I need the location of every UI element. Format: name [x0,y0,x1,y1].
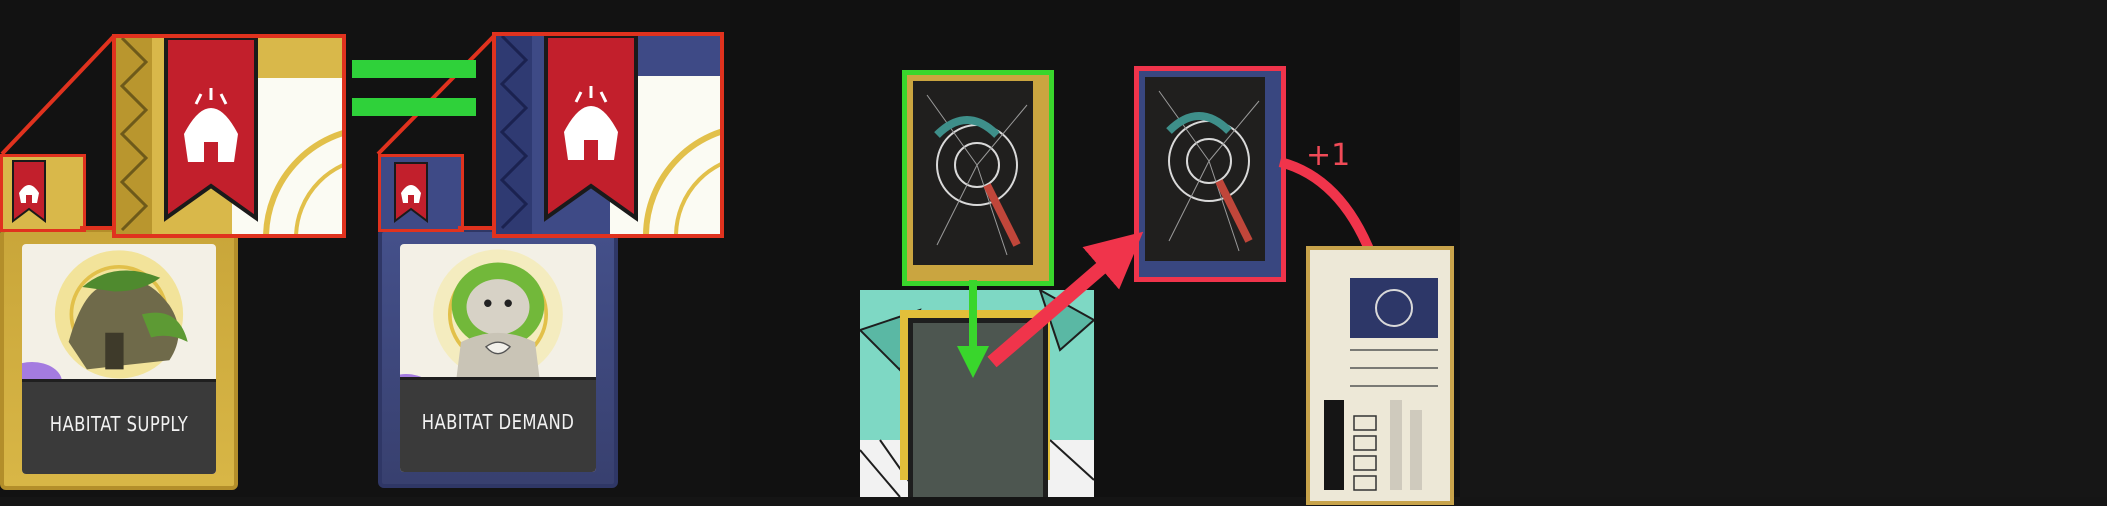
habitat-demand-card[interactable]: HABITAT DEMAND [378,228,618,488]
habitat-supply-card[interactable]: HABITAT SUPPLY [0,228,238,490]
card-back-icon [913,81,1033,265]
demand-zoom-callout [492,32,724,238]
equals-sign-bottom-bar [352,98,476,116]
tree-creature-illustration [54,250,188,379]
right-panel [1460,0,2107,497]
gold-border-pattern [116,38,152,234]
zoom-connector-lines [0,34,496,230]
moss-golem-illustration [433,249,563,380]
empty-card-slot[interactable] [908,318,1048,497]
creature-art [32,244,206,394]
blue-border-pattern [496,36,532,234]
card-nameplate: HABITAT SUPPLY [22,379,216,474]
selected-card-green[interactable] [902,70,1054,286]
habitat-banner-icon [12,160,46,223]
plus-one-annotation: +1 [1306,138,1351,173]
habitat-supply-label: HABITAT SUPPLY [49,412,189,436]
card-nameplate: HABITAT DEMAND [400,377,596,472]
habitat-banner-icon [544,36,638,222]
moved-card-red[interactable] [1134,66,1286,282]
player-board-slot[interactable] [860,290,1094,497]
habitat-banner-icon [164,38,258,222]
supply-zoom-callout [112,34,346,238]
equals-sign-top-bar [352,60,476,78]
supply-icon-highlight [0,154,86,232]
habitat-demand-label: HABITAT DEMAND [421,410,575,434]
creature-art [410,244,586,394]
card-back-icon [1145,77,1265,261]
card-face: HABITAT DEMAND [400,244,596,472]
score-sheet-graphic [1310,250,1450,501]
score-sheet [1306,246,1454,505]
demand-icon-highlight [378,154,464,232]
habitat-banner-icon [394,162,428,223]
card-face: HABITAT SUPPLY [22,244,216,474]
